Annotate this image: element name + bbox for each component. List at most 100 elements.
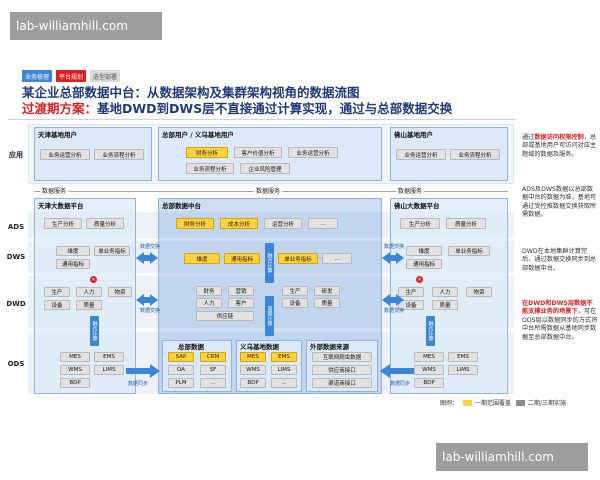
tianjin-ads-1[interactable]: 生产分析 [44, 218, 82, 229]
tab-deploy[interactable]: 选型部署 [90, 70, 120, 82]
tab-platform[interactable]: 平台规划 [56, 70, 86, 82]
tianjin-blocked-icon: ✕ [90, 276, 97, 283]
ods-hq-title: 总部数据 [178, 343, 204, 351]
row-label-ods: ODS [7, 360, 25, 368]
ods-ext-1[interactable]: 互联网爬虫数据 [312, 352, 372, 362]
tianjin-dws-1[interactable]: 维度 [56, 246, 90, 256]
hq-dwd-l-1[interactable]: 财务 [196, 286, 222, 296]
tianjin-ods-3[interactable]: WMS [60, 365, 90, 375]
ods-yiwu-2[interactable]: EMS [271, 352, 297, 362]
foshan-ods-2[interactable]: EMS [448, 352, 478, 362]
ods-yiwu-1[interactable]: MES [240, 352, 266, 362]
exchange-label-dwd-left: 数据交换 [140, 308, 161, 314]
app-foshan-title: 佛山基地用户 [394, 131, 433, 139]
side-note-1: 通过数据访问权限控制，总部或基地用户可访问对应主题域的数据及服务。 [522, 134, 598, 159]
foshan-ads-1[interactable]: 生产分析 [400, 218, 440, 229]
ods-ext-2[interactable]: 供应商接口 [312, 365, 372, 375]
side-note-1-a: 通过 [522, 134, 535, 141]
app-foshan-item-1[interactable]: 业务运营分析 [396, 149, 446, 160]
tab-business[interactable]: 业务梳理 [22, 70, 52, 82]
side-note-4-red: 在DWD和DWS层数据不能支撑业务的场景下 [522, 300, 593, 316]
side-note-1-red: 数据访问权限控制 [534, 134, 584, 141]
ods-hq-3[interactable]: OA [168, 365, 194, 375]
data-service-label-left: 数据服务 [40, 186, 69, 195]
app-hq-item-4[interactable]: 业务流程分析 [186, 163, 234, 174]
ods-yiwu-3[interactable]: WMS [240, 365, 266, 375]
hq-dwd-l-3[interactable]: 人力 [196, 298, 222, 308]
app-hq-item-5[interactable]: 企业风险管理 [240, 163, 290, 174]
watermark-top: lab-williamhill.com [10, 12, 162, 40]
hq-dws-3[interactable]: 单业务指标 [278, 253, 318, 264]
hq-dws-4[interactable]: ... [322, 253, 352, 264]
ods-yiwu-6[interactable]: ... [271, 378, 297, 388]
legend-swatch-phase2 [516, 399, 526, 406]
hq-dwd-r-3[interactable]: 设备 [282, 298, 308, 308]
foshan-dws-3[interactable]: 通用指标 [406, 259, 442, 269]
foshan-calc-bar: 融合计算 [426, 316, 435, 346]
app-tianjin-item-2[interactable]: 业务流程分析 [94, 149, 144, 160]
ods-yiwu-4[interactable]: LIMS [271, 365, 297, 375]
foshan-dws-2[interactable]: 单业务指标 [448, 246, 490, 256]
side-note-4-b: ，可在ODS层以数据同步的方式将中台所需数据从基地同步数据至总部数据中台。 [522, 308, 598, 341]
foshan-dwd-1[interactable]: 生产 [398, 287, 424, 297]
hq-ads-2[interactable]: 成本分析 [220, 218, 258, 229]
foshan-ods-4[interactable]: LIMS [448, 365, 478, 375]
ods-yiwu-title: 义乌基地数据 [240, 343, 279, 351]
ods-ext-3[interactable]: 渠道商接口 [312, 378, 372, 388]
tianjin-dwd-1[interactable]: 生产 [44, 287, 70, 297]
tianjin-platform-title: 天津大数据平台 [38, 202, 84, 210]
hq-dwd-r-1[interactable]: 生产 [282, 286, 308, 296]
side-note-4: 在DWD和DWS层数据不能支撑业务的场景下，可在ODS层以数据同步的方式将中台所… [522, 300, 598, 342]
hq-ads-4[interactable]: ... [308, 218, 338, 229]
ods-hq-1[interactable]: SAP [168, 352, 194, 362]
page-subtitle: 过渡期方案：基地DWD到DWS层不直接通过计算实现，通过与总部数据交换 [22, 98, 452, 117]
tianjin-dwd-5[interactable]: 质量 [76, 300, 102, 310]
hq-dwd-l-2[interactable]: 营销 [228, 286, 254, 296]
foshan-dwd-2[interactable]: 人力 [432, 287, 458, 297]
hq-dwd-l-5[interactable]: 供应链 [196, 311, 254, 321]
tianjin-dwd-2[interactable]: 人力 [76, 287, 102, 297]
tianjin-ods-2[interactable]: EMS [94, 352, 124, 362]
hq-dws-2[interactable]: 通用指标 [224, 253, 260, 264]
ods-hq-6[interactable]: ... [200, 378, 226, 388]
ods-hq-5[interactable]: PLM [168, 378, 194, 388]
row-label-dwd: DWD [6, 300, 26, 308]
foshan-ods-1[interactable]: MES [414, 352, 444, 362]
ods-hq-2[interactable]: CRM [200, 352, 226, 362]
app-hq-item-3[interactable]: 业务运营分析 [288, 147, 338, 158]
tianjin-dws-2[interactable]: 单业务指标 [94, 246, 130, 256]
foshan-dwd-3[interactable]: 物资 [466, 287, 492, 297]
ods-yiwu-5[interactable]: BDP [240, 378, 266, 388]
hq-dws-1[interactable]: 维度 [184, 253, 220, 264]
foshan-ads-2[interactable]: 质量分析 [446, 218, 486, 229]
tianjin-dwd-3[interactable]: 物资 [108, 287, 132, 297]
foshan-ods-5[interactable]: BDP [414, 378, 444, 388]
row-label-ads: ADS [7, 223, 25, 231]
sync-label-right: 数据同步 [390, 381, 411, 387]
tianjin-ods-4[interactable]: LIMS [94, 365, 124, 375]
app-hq-item-2[interactable]: 客户价值分析 [234, 147, 282, 158]
foshan-dwd-5[interactable]: 质量 [432, 300, 458, 310]
hq-dwd-r-2[interactable]: 研发 [314, 286, 340, 296]
tianjin-ads-2[interactable]: 质量分析 [86, 218, 124, 229]
legend-label: 图例： [440, 400, 459, 407]
foshan-ods-3[interactable]: WMS [414, 365, 444, 375]
app-hq-item-1[interactable]: 财务分析 [186, 147, 228, 158]
foshan-dws-1[interactable]: 维度 [406, 246, 442, 256]
tianjin-dwd-4[interactable]: 设备 [44, 300, 70, 310]
hq-ads-1[interactable]: 财务分析 [176, 218, 214, 229]
row-label-dws: DWS [6, 253, 26, 261]
tianjin-ods-5[interactable]: BDP [60, 378, 90, 388]
hq-dwd-r-4[interactable]: 质量 [314, 298, 340, 308]
legend: 图例： 一期范围覆盖 二期/三期实施 [440, 398, 566, 407]
tianjin-ods-1[interactable]: MES [60, 352, 90, 362]
tianjin-dws-3[interactable]: 通用指标 [56, 259, 90, 269]
hq-cycle-calc-bar: 周期计算 [265, 296, 274, 336]
hq-platform-title: 总部数据中台 [162, 202, 201, 210]
hq-dwd-l-4[interactable]: 客户 [228, 298, 254, 308]
ods-ext-title: 外部数据来源 [310, 343, 349, 351]
hq-ads-3[interactable]: 运营分析 [264, 218, 302, 229]
app-foshan-item-2[interactable]: 业务流程分析 [450, 149, 500, 160]
app-tianjin-item-1[interactable]: 业务运营分析 [40, 149, 90, 160]
ods-hq-4[interactable]: SF [200, 365, 226, 375]
